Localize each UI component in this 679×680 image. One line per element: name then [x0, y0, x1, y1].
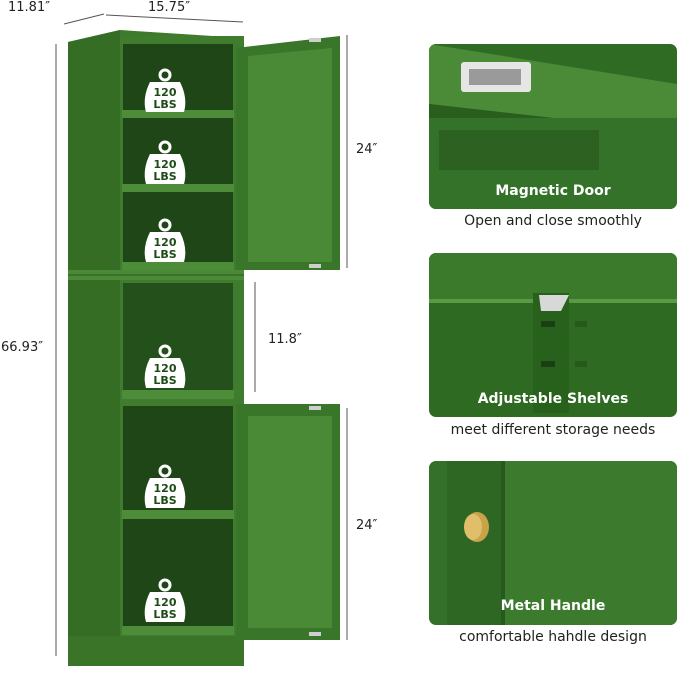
- adjustable-shelves-photo: [429, 253, 677, 417]
- feature-title: Magnetic Door: [495, 183, 611, 199]
- weight-value: 120: [153, 482, 177, 495]
- feature-caption: Open and close smoothly: [464, 213, 642, 229]
- weight-badge: 120 LBS: [138, 464, 192, 512]
- weight-icon: [144, 140, 186, 184]
- weight-badge: 120 LBS: [138, 344, 192, 392]
- feature-title: Adjustable Shelves: [477, 391, 629, 407]
- weight-icon: [144, 578, 186, 622]
- feature-panel-adjustable-shelves: Adjustable Shelves: [429, 253, 677, 417]
- magnetic-door-photo: [429, 44, 677, 209]
- metal-handle-photo: [429, 461, 677, 625]
- weight-icon: [144, 218, 186, 262]
- lower-door-height-label: 24″: [356, 518, 378, 533]
- cabinet-illustration: [55, 13, 348, 666]
- weight-unit: LBS: [153, 494, 177, 507]
- feature-caption: comfortable hahdle design: [459, 629, 647, 645]
- upper-door-height-label: 24″: [356, 142, 378, 157]
- weight-value: 120: [153, 158, 177, 171]
- width-dimension-label: 15.75″: [148, 0, 191, 15]
- feature-caption: meet different storage needs: [450, 422, 656, 438]
- weight-icon: [144, 464, 186, 508]
- weight-unit: LBS: [153, 170, 177, 183]
- shelf-gap-label: 11.8″: [268, 332, 302, 347]
- weight-value: 120: [153, 596, 177, 609]
- height-dimension-label: 66.93″: [1, 340, 44, 355]
- weight-badge: 120 LBS: [138, 140, 192, 188]
- feature-panel-metal-handle: Metal Handle: [429, 461, 677, 625]
- depth-dimension-label: 11.81″: [8, 0, 51, 15]
- weight-badge: 120 LBS: [138, 68, 192, 116]
- weight-value: 120: [153, 362, 177, 375]
- weight-badge: 120 LBS: [138, 218, 192, 266]
- weight-unit: LBS: [153, 98, 177, 111]
- weight-icon: [144, 344, 186, 388]
- weight-value: 120: [153, 86, 177, 99]
- feature-title: Metal Handle: [500, 598, 606, 614]
- weight-unit: LBS: [153, 248, 177, 261]
- feature-panel-magnetic-door: Magnetic Door: [429, 44, 677, 209]
- weight-icon: [144, 68, 186, 112]
- weight-value: 120: [153, 236, 177, 249]
- weight-unit: LBS: [153, 608, 177, 621]
- weight-unit: LBS: [153, 374, 177, 387]
- weight-badge: 120 LBS: [138, 578, 192, 626]
